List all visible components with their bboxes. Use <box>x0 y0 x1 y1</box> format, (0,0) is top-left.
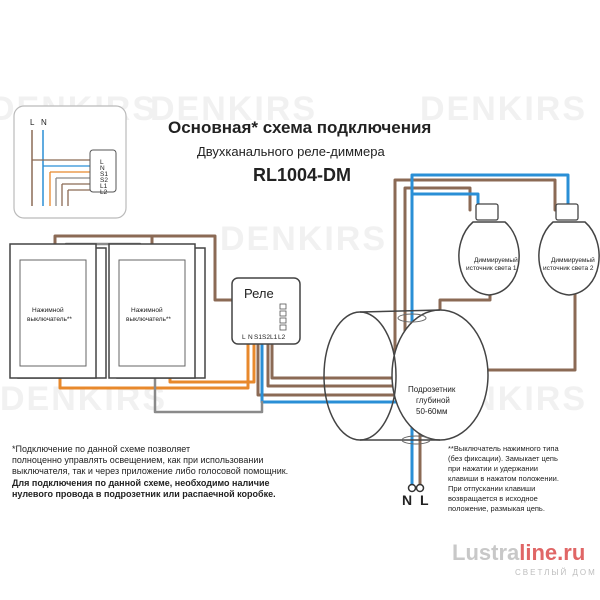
bulb-2: Диммируемый источник света 2 <box>538 203 600 296</box>
note-left: *Подключение по данной схеме позволяет п… <box>12 444 288 499</box>
note-left-bold-line: нулевого провода в подрозетник или распа… <box>12 489 276 499</box>
relay-terminal-label: L1 <box>270 334 278 341</box>
bulb-1-base <box>475 203 499 221</box>
relay-terminals: L N S1 S2 L1 L2 <box>242 334 286 341</box>
note-right-line: **Выключатель нажимного типа <box>448 444 559 453</box>
note-right-line: (без фиксации). Замыкает цепь <box>448 454 558 463</box>
note-right-line: возвращается в исходное <box>448 494 538 503</box>
model-number: RL1004-DM <box>253 165 351 185</box>
bulb-1-glass <box>458 221 520 296</box>
bulb-2-glass <box>538 221 600 296</box>
relay-module: Реле L N S1 S2 L1 L2 <box>231 277 301 345</box>
switch-1-label-line2: выключатель** <box>27 316 72 323</box>
supply-l-terminal <box>415 483 425 493</box>
mini-terminal-label: N <box>100 165 105 172</box>
note-right: **Выключатель нажимного типа (без фиксац… <box>448 444 559 513</box>
diagram-title: Основная* схема подключения <box>168 118 431 137</box>
junction-box-sides <box>359 309 441 441</box>
brand-tagline: СВЕТЛЫЙ ДОМ <box>515 568 597 577</box>
switch-2-key <box>118 259 186 367</box>
note-right-line: клавиши в нажатом положении. <box>448 474 559 483</box>
cable-entry-bottom <box>401 435 431 445</box>
relay-terminal-label: S2 <box>262 334 270 341</box>
junction-box-line2: глубиной <box>416 396 450 405</box>
note-left-line: полноценно управлять освещением, как при… <box>12 455 263 465</box>
mini-scheme: L N L N S1 S2 L1 L2 <box>13 105 127 219</box>
junction-box-line1: Подрозетник <box>408 385 456 394</box>
wire-neutral-lamp1 <box>260 192 480 404</box>
switch-2-label-line1: Нажимной <box>131 306 163 314</box>
mini-terminal-label: L1 <box>100 183 108 190</box>
bulb-1-label-line2: источник света 1 <box>466 265 517 272</box>
supply-l-label: L <box>420 492 429 508</box>
relay-terminal-label: L2 <box>278 334 286 341</box>
note-right-line: положение, размыкая цепь. <box>448 504 545 513</box>
brand-logo: Lustraline.ru СВЕТЛЫЙ ДОМ <box>452 540 597 577</box>
junction-box-front <box>323 311 397 441</box>
wire-switch-feed <box>150 234 242 302</box>
brand-part2: line.ru <box>519 540 585 565</box>
note-left-bold-line: Для подключения по данной схеме, необход… <box>12 478 269 488</box>
brand-part1: Lustra <box>452 540 520 565</box>
note-right-line: при нажатии и удержании <box>448 464 538 473</box>
bulb-1-label-line1: Диммируемый <box>474 256 518 264</box>
note-left-line: выключателя, так и через приложение либо… <box>12 466 288 476</box>
note-left-line: *Подключение по данной схеме позволяет <box>12 444 190 454</box>
relay-label: Реле <box>244 286 274 301</box>
mini-label-n: N <box>41 118 47 127</box>
watermark-text: DENKIRS <box>220 220 387 258</box>
mini-terminal-label: S1 <box>100 171 108 178</box>
wire-lamp2-brown <box>266 186 472 388</box>
junction-box-line3: 50-60мм <box>416 407 447 416</box>
cable-entry-top <box>397 313 427 323</box>
bulb-1: Диммируемый источник света 1 <box>458 203 520 296</box>
mini-terminals: L N S1 S2 L1 L2 <box>100 159 108 196</box>
watermark-text: DENKIRS <box>0 380 167 418</box>
watermark-layer: DENKIRS DENKIRS DENKIRS DENKIRS DENKIRS … <box>0 90 587 418</box>
wire-switch1-top <box>53 234 154 252</box>
mini-relay-body <box>89 149 117 193</box>
relay-terminal-label: S1 <box>254 334 262 341</box>
switch-2-label-line2: выключатель** <box>126 316 171 323</box>
watermark-text: DENKIRS <box>150 90 317 128</box>
relay-terminal-label: N <box>248 334 253 341</box>
mini-terminal-label: L <box>100 159 104 166</box>
diagram-subtitle: Двухканального реле-диммера <box>197 144 385 159</box>
switch-1-key <box>19 259 87 367</box>
wire-lamp1-brown <box>256 178 557 397</box>
wire-gray-return <box>153 373 264 414</box>
relay-terminal-label: L <box>242 334 246 341</box>
supply-n-terminal <box>407 483 417 493</box>
switch-2: Нажимной выключатель** <box>108 243 206 379</box>
bulb-2-base <box>555 203 579 221</box>
wire-neutral-lamp2 <box>410 173 570 212</box>
relay-side-pins <box>279 303 287 331</box>
mini-terminal-label: L2 <box>100 189 108 196</box>
mini-terminal-label: S2 <box>100 177 108 184</box>
supply-n-label: N <box>402 492 412 508</box>
bulb-2-label-line2: источник света 2 <box>543 265 594 272</box>
supply-terminals: N L <box>402 483 429 508</box>
junction-box: Подрозетник глубиной 50-60мм <box>323 309 489 445</box>
header: Основная* схема подключения Двухканально… <box>168 118 431 185</box>
junction-box-back <box>391 309 489 441</box>
watermark-text: DENKIRS <box>420 90 587 128</box>
switch-1-label-line1: Нажимной <box>32 306 64 314</box>
bulb-2-label-line1: Диммируемый <box>551 256 595 264</box>
switch-1: Нажимной выключатель** <box>9 243 107 379</box>
mini-label-l: L <box>30 118 35 127</box>
brand-wordmark: Lustraline.ru <box>452 540 585 565</box>
note-right-line: При отпускании клавиши <box>448 484 535 493</box>
